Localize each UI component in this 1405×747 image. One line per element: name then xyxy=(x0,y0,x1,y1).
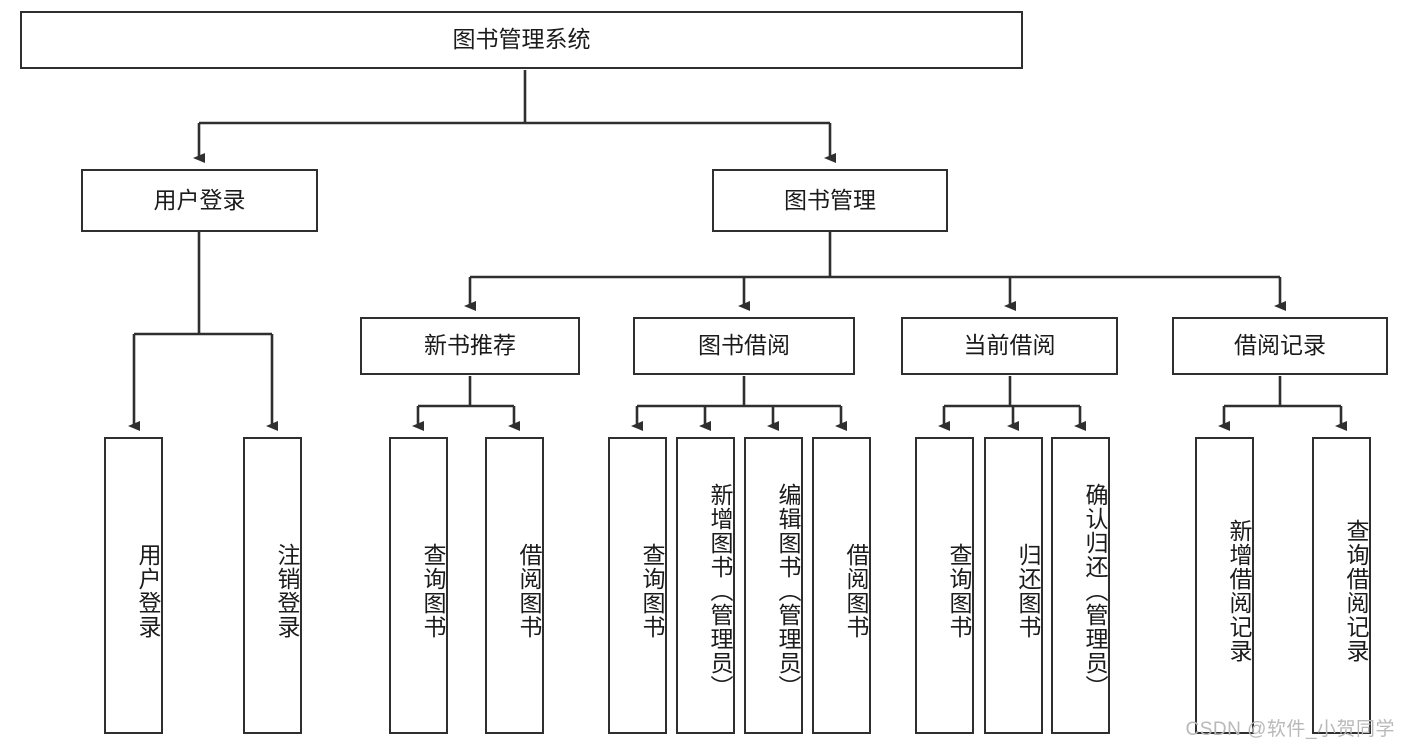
csdn-watermark: CSDN @软件_小贺同学 xyxy=(1185,719,1395,740)
node-label: 图书管理系统 xyxy=(452,26,591,53)
node-label: 查询图书 xyxy=(639,542,665,639)
node-label: 当前借阅 xyxy=(963,332,1056,359)
node-label: 编辑图书（管理员） xyxy=(775,482,801,699)
leaf-borrow-add-book-admin[interactable]: 新增图书（管理员） xyxy=(676,437,735,734)
leaf-borrow-query-book[interactable]: 查询图书 xyxy=(608,437,667,734)
node-label: 图书借阅 xyxy=(698,332,790,359)
leaf-recommend-borrow-book[interactable]: 借阅图书 xyxy=(485,437,544,734)
node-book-management[interactable]: 图书管理 xyxy=(712,169,948,232)
node-user-login[interactable]: 用户登录 xyxy=(81,169,318,232)
leaf-user-login-logout[interactable]: 注销登录 xyxy=(243,437,302,734)
leaf-record-add-borrow-record[interactable]: 新增借阅记录 xyxy=(1195,437,1254,734)
node-label: 归还图书 xyxy=(1015,542,1041,639)
node-new-book-recommend[interactable]: 新书推荐 xyxy=(360,317,580,375)
node-label: 借阅记录 xyxy=(1234,332,1326,359)
leaf-current-confirm-return-admin[interactable]: 确认归还（管理员） xyxy=(1051,437,1110,734)
node-label: 借阅图书 xyxy=(843,542,869,639)
node-label: 查询借阅记录 xyxy=(1343,518,1369,663)
leaf-current-query-book[interactable]: 查询图书 xyxy=(915,437,974,734)
node-book-borrow[interactable]: 图书借阅 xyxy=(633,317,855,375)
node-label: 新增图书（管理员） xyxy=(707,482,733,699)
node-label: 查询图书 xyxy=(946,542,972,639)
leaf-record-query-borrow-record[interactable]: 查询借阅记录 xyxy=(1312,437,1371,734)
node-label: 借阅图书 xyxy=(516,542,542,639)
node-label: 用户登录 xyxy=(135,542,161,639)
leaf-current-return-book[interactable]: 归还图书 xyxy=(984,437,1043,734)
node-root-book-management-system[interactable]: 图书管理系统 xyxy=(20,11,1023,69)
node-label: 确认归还（管理员） xyxy=(1082,482,1108,699)
node-label: 注销登录 xyxy=(274,542,300,639)
leaf-recommend-query-book[interactable]: 查询图书 xyxy=(389,437,448,734)
leaf-user-login-login[interactable]: 用户登录 xyxy=(104,437,163,734)
leaf-borrow-edit-book-admin[interactable]: 编辑图书（管理员） xyxy=(744,437,803,734)
node-borrow-record[interactable]: 借阅记录 xyxy=(1172,317,1388,375)
node-label: 用户登录 xyxy=(153,186,246,213)
node-label: 查询图书 xyxy=(420,542,446,639)
node-current-borrow[interactable]: 当前借阅 xyxy=(901,317,1118,375)
leaf-borrow-borrow-book[interactable]: 借阅图书 xyxy=(812,437,871,734)
node-label: 新增借阅记录 xyxy=(1226,518,1252,663)
node-label: 图书管理 xyxy=(784,186,876,213)
node-label: 新书推荐 xyxy=(424,332,516,359)
